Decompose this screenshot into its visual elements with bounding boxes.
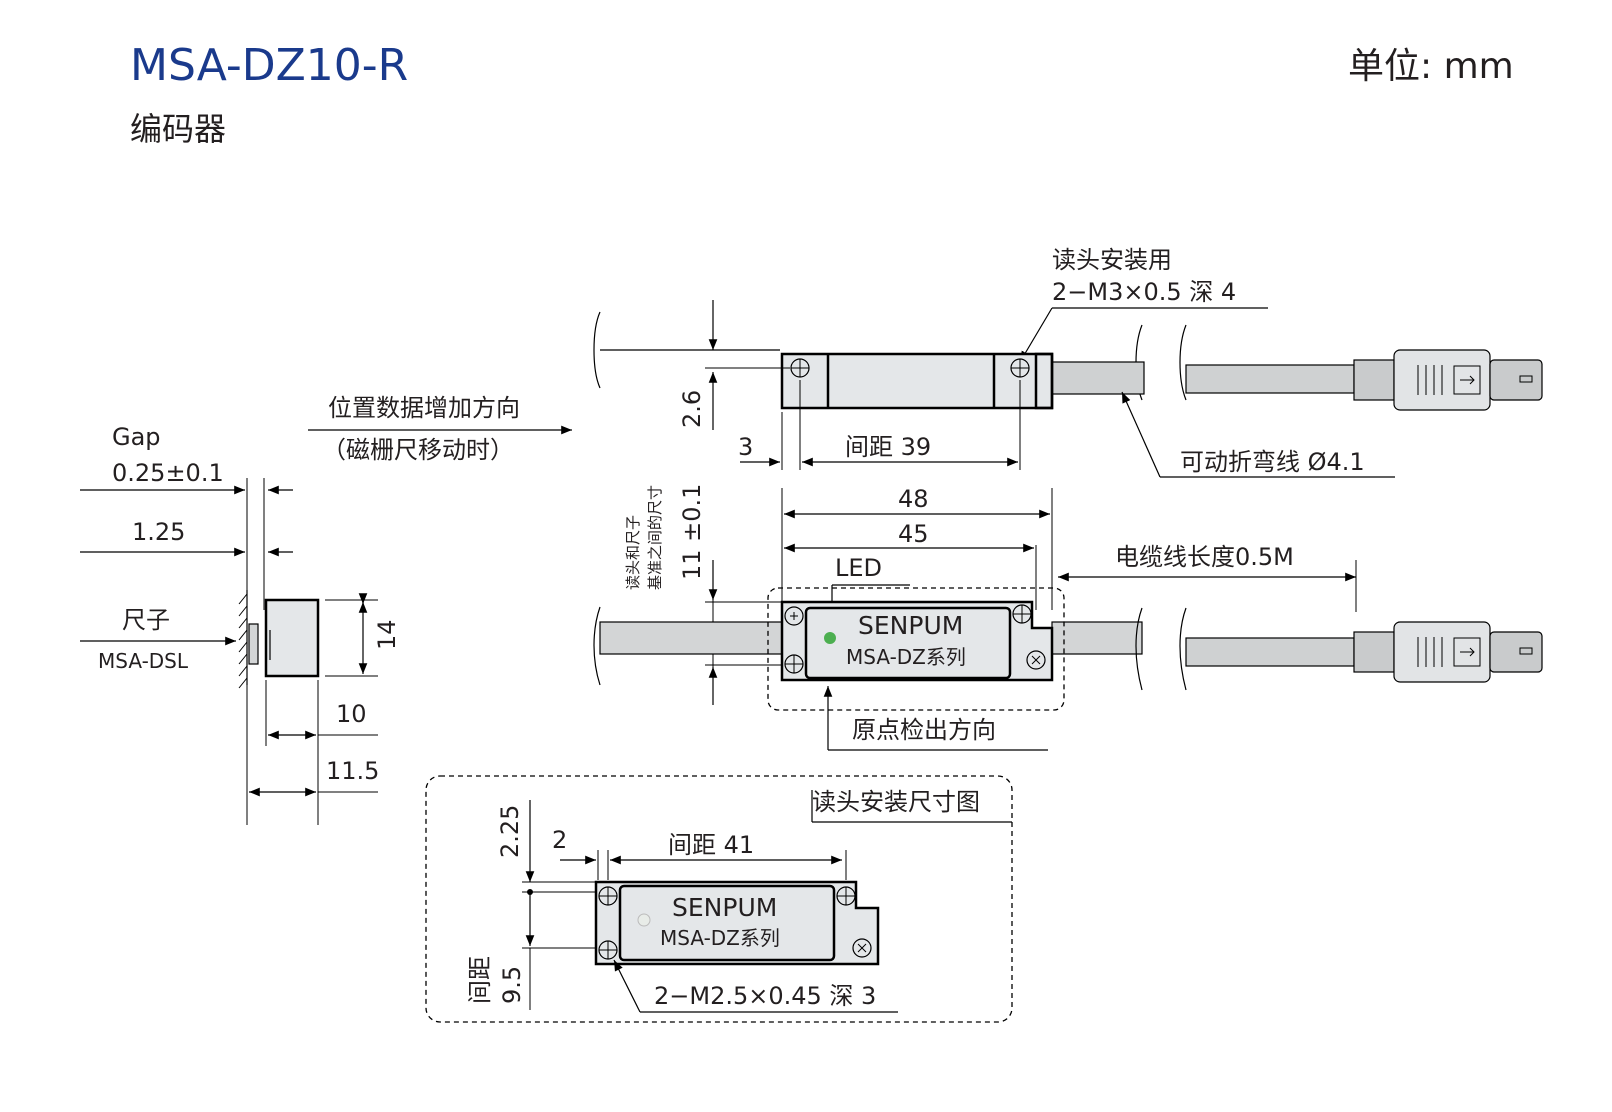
- direction-line1: 位置数据增加方向: [328, 394, 520, 422]
- mount-screw-spec: 2−M2.5×0.45 深 3: [654, 982, 876, 1010]
- mount-label: 读头安装用: [1052, 246, 1172, 274]
- led-indicator: [824, 632, 836, 644]
- direction-indicator: 位置数据增加方向 （磁栅尺移动时）: [308, 394, 572, 464]
- height-note-2: 基准之间的尺寸: [646, 485, 664, 590]
- page-title: MSA-DZ10-R: [130, 40, 408, 91]
- pitch-39: 间距 39: [845, 433, 931, 461]
- direction-line2: （磁栅尺移动时）: [322, 436, 514, 464]
- dim-2-6: 2.6: [678, 390, 706, 428]
- mount-brand: SENPUM: [672, 893, 777, 922]
- mount-spec: 2−M3×0.5 深 4: [1052, 278, 1236, 306]
- front-model: MSA-DZ系列: [846, 645, 966, 669]
- gap-label: Gap: [112, 423, 161, 451]
- dim-45: 45: [898, 520, 929, 548]
- top-view: 读头安装用 2−M3×0.5 深 4: [593, 246, 1543, 478]
- mount-vertical-pitch-value: 9.5: [498, 966, 526, 1004]
- led-label: LED: [835, 554, 882, 582]
- dim-11-5: 11.5: [326, 757, 379, 785]
- gap-value: 0.25±0.1: [112, 459, 224, 487]
- scale-label: 尺子: [122, 606, 170, 634]
- dim-14: 14: [373, 619, 401, 650]
- dim-3: 3: [738, 433, 753, 461]
- mount-vertical-pitch-label: 间距: [466, 956, 494, 1004]
- front-view: 48 45 LED 电缆线长度0.5M 读头和尺子 基准之间的尺寸 11 ±0.…: [593, 484, 1543, 751]
- dim-1-25: 1.25: [132, 518, 185, 546]
- dim-48: 48: [898, 485, 929, 513]
- mount-view-title: 读头安装尺寸图: [812, 788, 980, 816]
- mount-model: MSA-DZ系列: [660, 926, 780, 950]
- origin-label: 原点检出方向: [852, 716, 996, 744]
- cable-length: 电缆线长度0.5M: [1115, 543, 1294, 571]
- scale-model: MSA-DSL: [98, 649, 189, 673]
- front-brand: SENPUM: [858, 611, 963, 640]
- page-subtitle: 编码器: [130, 110, 226, 148]
- unit-label: 单位: mm: [1348, 46, 1514, 87]
- dim-10: 10: [336, 700, 367, 728]
- height-dim: 11 ±0.1: [678, 484, 706, 580]
- cable-label: 可动折弯线 Ø4.1: [1180, 448, 1365, 476]
- dim-2-25: 2.25: [496, 805, 524, 858]
- mount-led-indicator: [637, 913, 651, 927]
- side-view: Gap 0.25±0.1 1.25 尺子 MSA-DSL 14 10: [80, 423, 401, 825]
- mount-pitch: 间距 41: [668, 831, 754, 859]
- dim-2: 2: [552, 826, 567, 854]
- mount-view: 读头安装尺寸图 2.25 2 间距 41 SENPUM MSA-: [425, 775, 1013, 1023]
- height-note-1: 读头和尺子: [624, 515, 642, 590]
